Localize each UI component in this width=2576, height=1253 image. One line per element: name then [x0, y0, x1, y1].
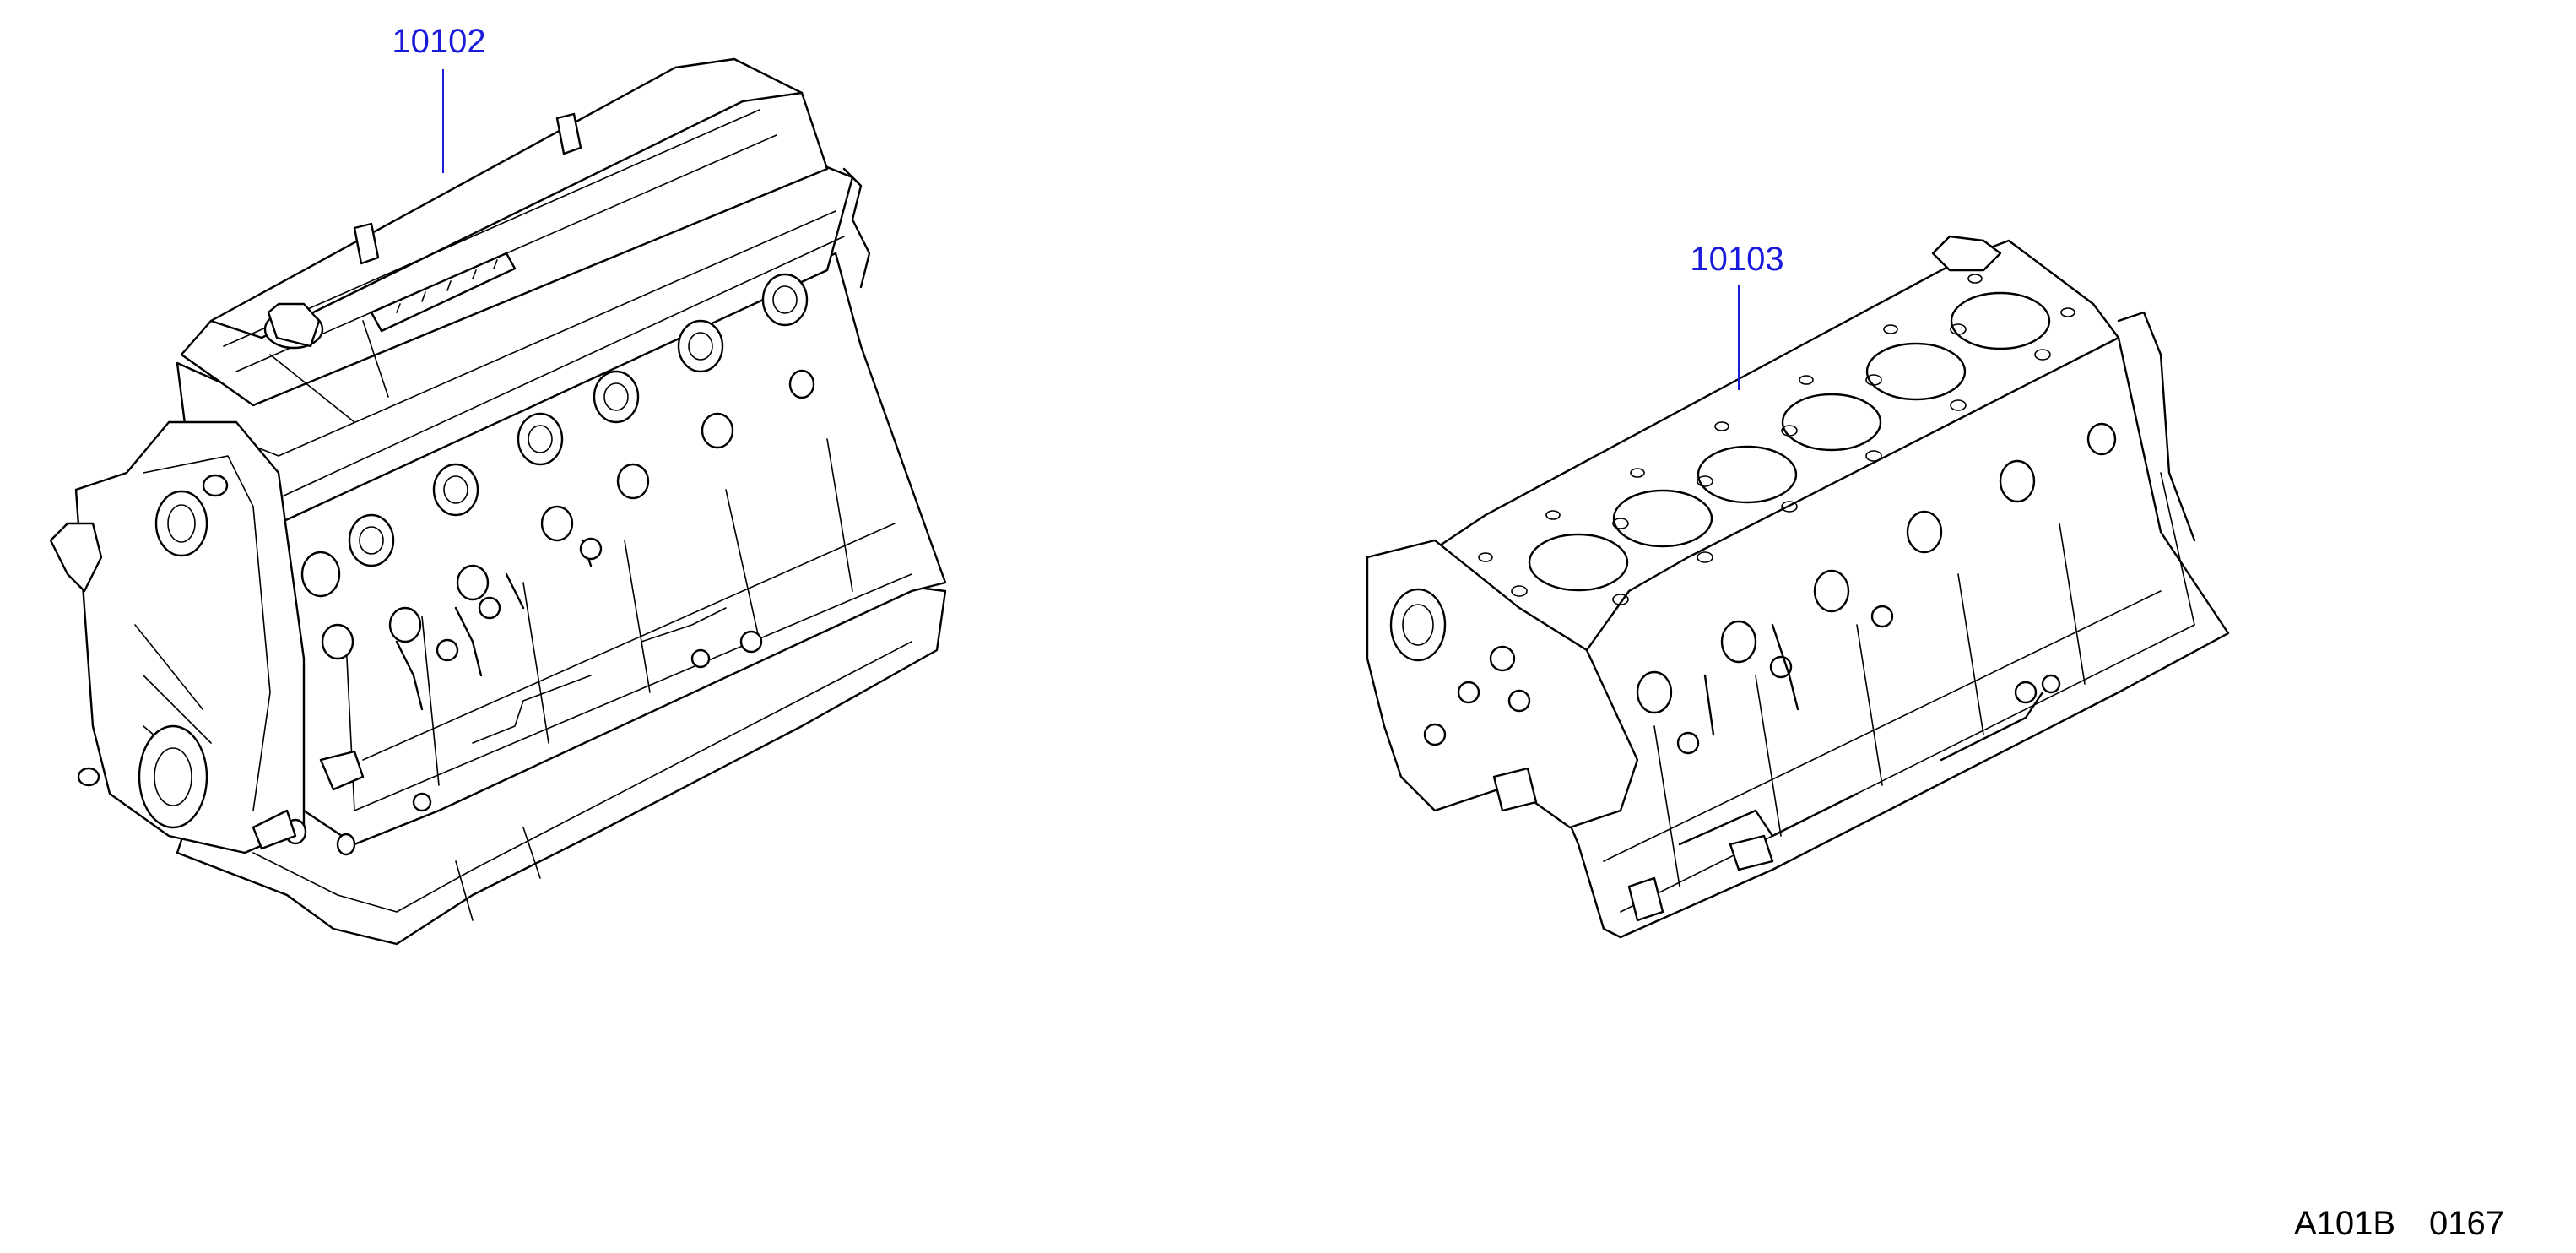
engine-port-flanges: [300, 273, 815, 660]
diagram-reference-code: A101B 0167: [2294, 1205, 2504, 1242]
callout-label[interactable]: 10102: [392, 23, 485, 60]
footer-number: 0167: [2429, 1205, 2504, 1242]
engine-assembly-illustration[interactable]: [49, 57, 947, 946]
head-bolt-holes: [1478, 274, 2075, 605]
callout-10103[interactable]: 10103: [1690, 241, 1784, 390]
callout-10102[interactable]: 10102: [392, 23, 486, 173]
short-block-illustration[interactable]: [1366, 235, 2230, 939]
callout-label[interactable]: 10103: [1690, 241, 1783, 278]
cylinder-bores: [1528, 291, 2051, 592]
footer-code: A101B: [2294, 1205, 2395, 1242]
